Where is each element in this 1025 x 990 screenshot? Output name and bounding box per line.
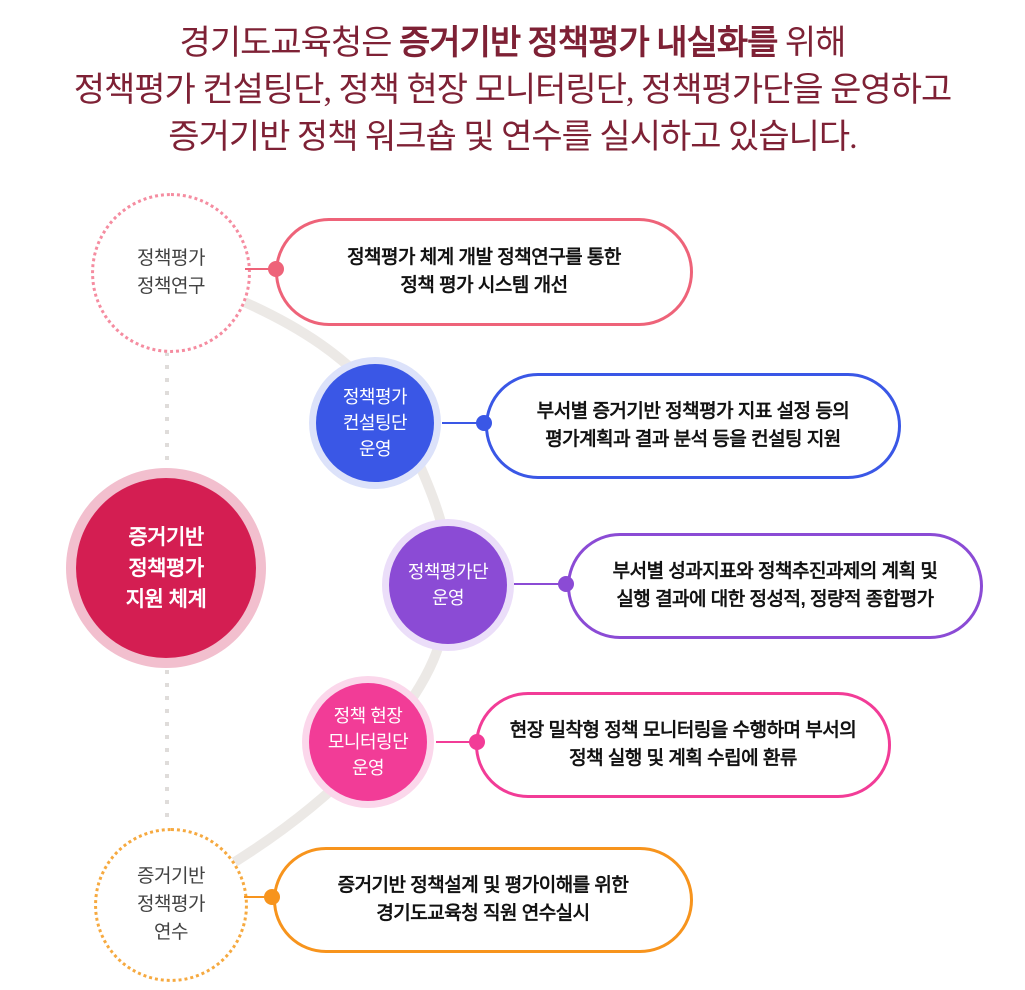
- pill-field-monitoring: 현장 밀착형 정책 모니터링을 수행하며 부서의 정책 실행 및 계획 수립에 …: [475, 692, 891, 798]
- node-training-label: 증거기반: [137, 866, 205, 887]
- node-field-monitoring-label: 정책 현장: [333, 706, 403, 726]
- pill-evaluation-team: 부서별 성과지표와 정책추진과제의 계획 및 실행 결과에 대한 정성적, 정량…: [567, 533, 983, 639]
- title-line-1: 경기도교육청은 증거기반 정책평가 내실화를 위해: [179, 25, 847, 62]
- node-training: 증거기반 정책평가 연수: [94, 828, 248, 982]
- node-center-support-system: 증거기반 정책평가 지원 체계: [76, 478, 256, 658]
- node-policy-research-label: 정책평가: [137, 248, 205, 269]
- node-evaluation-team-label: 정책평가단: [407, 562, 489, 582]
- title-line-1-bold: 증거기반 정책평가 내실화를: [399, 25, 778, 62]
- title-line-3: 증거기반 정책 워크숍 및 연수를 실시하고 있습니다.: [168, 119, 857, 156]
- pill-policy-research: 정책평가 체계 개발 정책연구를 통한 정책 평가 시스템 개선: [275, 218, 693, 326]
- node-field-monitoring: 정책 현장 모니터링단 운영: [309, 683, 427, 801]
- node-policy-research: 정책평가 정책연구: [91, 193, 251, 353]
- node-consulting-label: 정책평가: [342, 387, 408, 407]
- node-consulting: 정책평가 컨설팅단 운영: [316, 364, 434, 482]
- pill-consulting: 부서별 증거기반 정책평가 지표 설정 등의 평가계획과 결과 분석 등을 컨설…: [485, 373, 901, 479]
- title-line-2: 정책평가 컨설팅단, 정책 현장 모니터링단, 정책평가단을 운영하고: [73, 72, 953, 109]
- page-title: 경기도교육청은 증거기반 정책평가 내실화를 위해 정책평가 컨설팅단, 정책 …: [0, 20, 1025, 161]
- pill-training: 증거기반 정책설계 및 평가이해를 위한 경기도교육청 직원 연수실시: [273, 847, 693, 953]
- node-center-label: 증거기반: [128, 525, 204, 549]
- node-evaluation-team: 정책평가단 운영: [389, 526, 507, 644]
